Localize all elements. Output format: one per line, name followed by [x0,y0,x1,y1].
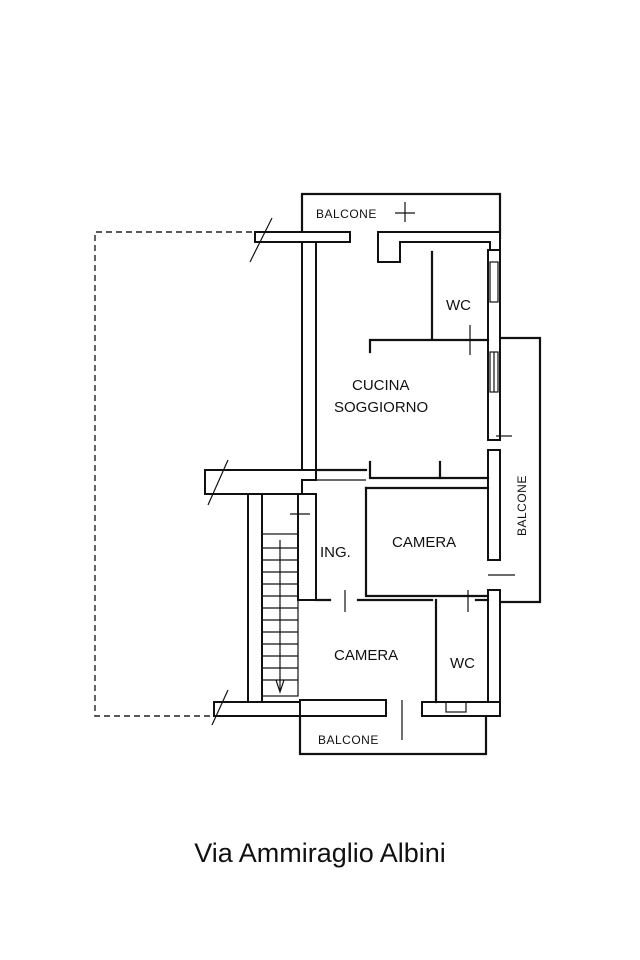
bedroom-right-label: CAMERA [392,534,456,551]
street-name: Via Ammiraglio Albini [194,838,446,868]
balcony-top [300,192,502,240]
staircase [261,533,299,697]
balcony-right [488,336,542,604]
balcony-bottom [298,700,488,756]
kitchen-label-line2: SOGGIORNO [334,399,428,416]
adjacent-area-outline [94,231,262,717]
balcony-right-label: BALCONE [515,475,529,536]
balcony-bottom-label: BALCONE [318,733,379,747]
bedroom-left-label: CAMERA [334,647,398,664]
wc-lower-label: WC [450,655,475,672]
entrance-label: ING. [320,544,351,561]
wc-upper-label: WC [446,297,471,314]
interior-walls [207,217,515,726]
kitchen-label-line1: CUCINA [352,377,410,394]
exterior-walls [204,231,501,717]
balcony-top-label: BALCONE [316,207,377,221]
